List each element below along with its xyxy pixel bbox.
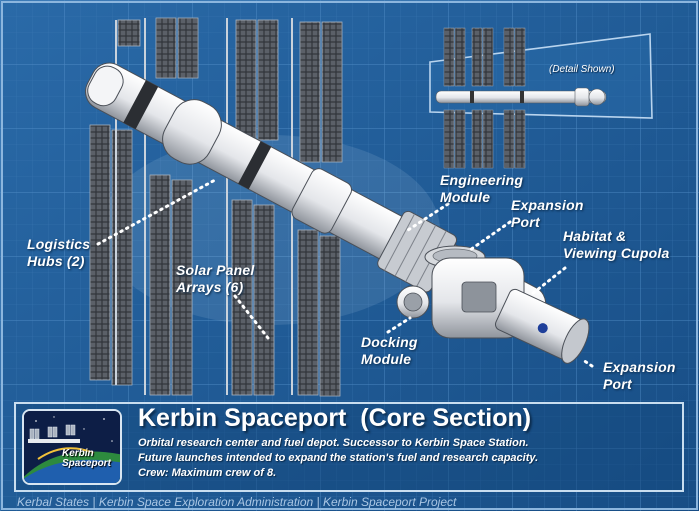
emblem-text: Kerbin Spaceport bbox=[62, 448, 111, 469]
footer-credits: Kerbal States | Kerbin Space Exploration… bbox=[17, 495, 457, 509]
label-engineering-module: Engineering Module bbox=[440, 172, 524, 205]
label-docking-module: Docking Module bbox=[361, 334, 418, 367]
station-core bbox=[85, 62, 547, 333]
label-expansion-port-bottom: Expansion Port bbox=[603, 359, 676, 392]
description-crew-line: Crew: Maximum crew of 8. bbox=[138, 467, 277, 479]
mission-patch-icon: Kerbin Spaceport bbox=[22, 409, 122, 485]
description-line-2: Future launches intended to expand the s… bbox=[138, 452, 539, 464]
detail-inset bbox=[429, 27, 653, 169]
viewing-cupola bbox=[494, 288, 590, 364]
info-panel: Kerbin Spaceport Kerbin Spaceport (Core … bbox=[14, 402, 684, 492]
description-line-1: Orbital research center and fuel depot. … bbox=[138, 437, 529, 449]
label-solar-panel-arrays: Solar Panel Arrays (6) bbox=[176, 262, 255, 295]
panel-title: Kerbin Spaceport (Core Section) bbox=[138, 404, 532, 432]
label-expansion-port-top: Expansion Port bbox=[511, 197, 584, 230]
detail-caption: (Detail Shown) bbox=[549, 64, 615, 75]
callout-lines bbox=[96, 178, 594, 368]
label-logistics-hubs: Logistics Hubs (2) bbox=[27, 236, 91, 269]
label-habitat-cupola: Habitat & Viewing Cupola bbox=[563, 228, 670, 261]
